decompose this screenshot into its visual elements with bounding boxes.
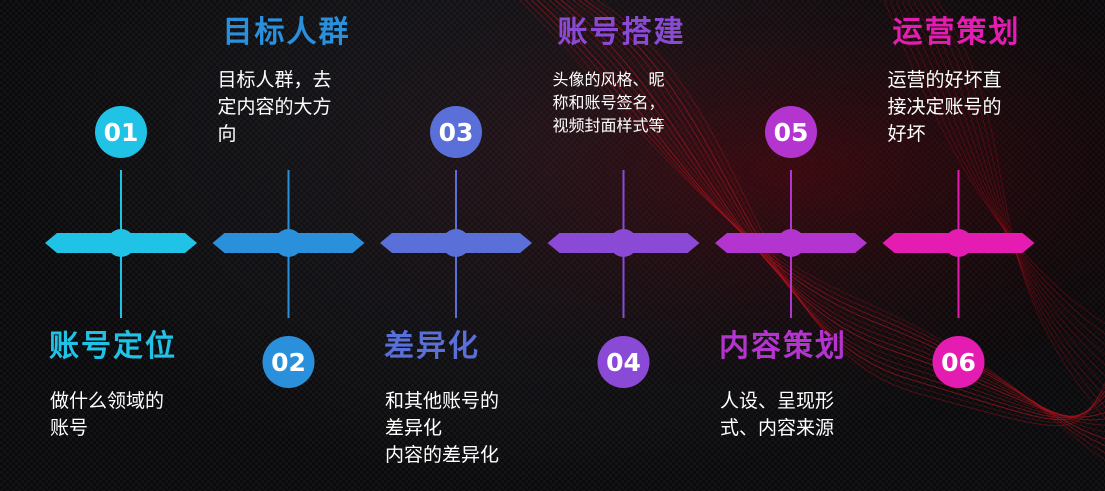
wave-line — [577, 0, 1105, 419]
step-title: 目标人群 — [222, 15, 351, 50]
step-number: 06 — [941, 348, 976, 377]
step-description: 头像的风格、昵 称和账号签名， 视频封面样式等 — [552, 70, 665, 135]
step-title: 内容策划 — [719, 329, 847, 364]
step-number-badge — [932, 336, 985, 388]
wave-line — [524, 0, 1105, 454]
wave-line — [895, 0, 1105, 345]
step-description: 人设、呈现形 式、内容来源 — [720, 390, 835, 439]
step-number-badge — [765, 106, 817, 158]
center-node — [274, 229, 303, 257]
center-node — [944, 229, 973, 257]
wave-line — [542, 0, 1105, 433]
step-title: 差异化 — [384, 329, 480, 364]
step-number: 01 — [104, 118, 139, 147]
step-number: 02 — [271, 348, 306, 377]
step-number-badge — [95, 106, 147, 158]
wave-line — [900, 0, 1105, 356]
wave-line — [566, 0, 1105, 417]
timeline-step-02: 02 — [212, 170, 365, 388]
step-title: 账号定位 — [49, 329, 177, 364]
wave-line — [536, 0, 1105, 440]
wave-line — [530, 0, 1105, 447]
wave-line — [519, 0, 1105, 461]
wave-line — [883, 0, 1105, 325]
center-node — [609, 229, 638, 257]
center-node — [777, 229, 805, 257]
timeline-step-04: 04 — [547, 170, 700, 388]
step-description: 运营的好坏直 接决定账号的 好坏 — [887, 69, 1002, 145]
wave-line — [924, 0, 1105, 398]
wave-line — [596, 0, 1105, 427]
wave-line — [889, 0, 1105, 335]
step-number: 03 — [439, 118, 474, 147]
wave-line — [571, 0, 1105, 417]
step-description: 做什么领域的 账号 — [50, 390, 165, 439]
step-title: 运营策划 — [892, 15, 1021, 50]
wave-line — [918, 0, 1105, 387]
wave-line — [589, 0, 1105, 423]
step-number-badge — [597, 336, 650, 388]
timeline-step-01: 01 — [45, 106, 197, 318]
timeline-step-05: 05 — [715, 106, 867, 318]
step-number: 05 — [774, 118, 809, 147]
step-title: 账号搭建 — [557, 15, 686, 50]
wave-line — [560, 0, 1105, 418]
step-number: 04 — [606, 348, 641, 377]
step-number-badge — [262, 336, 315, 388]
wave-line — [912, 0, 1105, 377]
wave-line — [929, 0, 1105, 408]
step-number-badge — [430, 106, 482, 158]
timeline-step-06: 06 — [882, 170, 1035, 388]
step-description: 和其他账号的 差异化 内容的差异化 — [385, 390, 500, 466]
wave-line — [583, 0, 1105, 421]
step-description: 目标人群，去 定内容的大方 向 — [217, 69, 332, 145]
center-node — [442, 229, 470, 257]
wave-line — [906, 0, 1105, 366]
center-node — [107, 229, 135, 257]
wave-line — [935, 0, 1105, 419]
timeline-step-03: 03 — [380, 106, 532, 318]
